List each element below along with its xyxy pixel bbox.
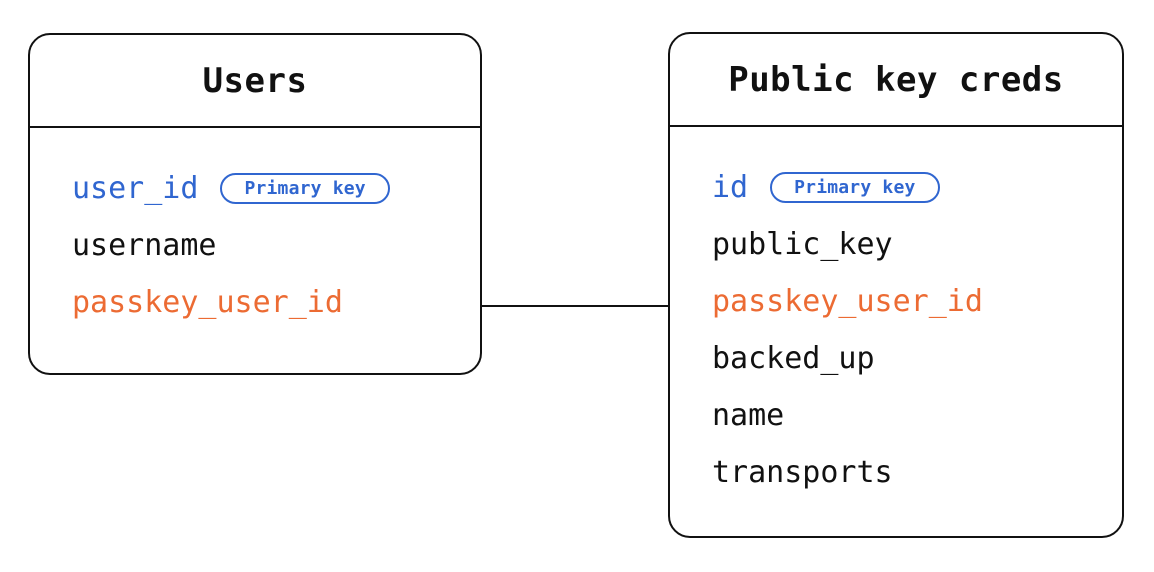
field-row-passkey-user-id[interactable]: passkey_user_id (30, 274, 480, 331)
field-row-id[interactable]: id Primary key (670, 159, 1122, 216)
primary-key-badge: Primary key (220, 173, 390, 204)
field-name-transports: transports (712, 454, 893, 490)
field-name-name: name (712, 397, 785, 433)
entity-title-users: Users (30, 35, 480, 128)
field-row-passkey-user-id[interactable]: passkey_user_id (670, 273, 1122, 330)
relationship-connector-users-to-creds[interactable] (481, 305, 669, 307)
field-row-name[interactable]: name (670, 387, 1122, 444)
field-row-user-id[interactable]: user_id Primary key (30, 160, 480, 217)
field-row-public-key[interactable]: public_key (670, 216, 1122, 273)
field-name-backed-up: backed_up (712, 340, 875, 376)
field-row-backed-up[interactable]: backed_up (670, 330, 1122, 387)
field-row-transports[interactable]: transports (670, 444, 1122, 501)
field-name-id: id (712, 169, 749, 205)
entity-table-users[interactable]: Users user_id Primary key username passk… (28, 33, 482, 375)
field-name-public-key: public_key (712, 226, 893, 262)
field-name-user-id: user_id (72, 170, 199, 206)
field-row-username[interactable]: username (30, 217, 480, 274)
entity-table-public-key-creds[interactable]: Public key creds id Primary key public_k… (668, 32, 1124, 538)
entity-fields-public-key-creds: id Primary key public_key passkey_user_i… (670, 127, 1122, 529)
field-name-passkey-user-id: passkey_user_id (712, 283, 983, 319)
entity-title-public-key-creds: Public key creds (670, 34, 1122, 127)
entity-fields-users: user_id Primary key username passkey_use… (30, 128, 480, 359)
primary-key-badge: Primary key (770, 172, 940, 203)
field-name-username: username (72, 227, 217, 263)
field-name-passkey-user-id: passkey_user_id (72, 284, 343, 320)
